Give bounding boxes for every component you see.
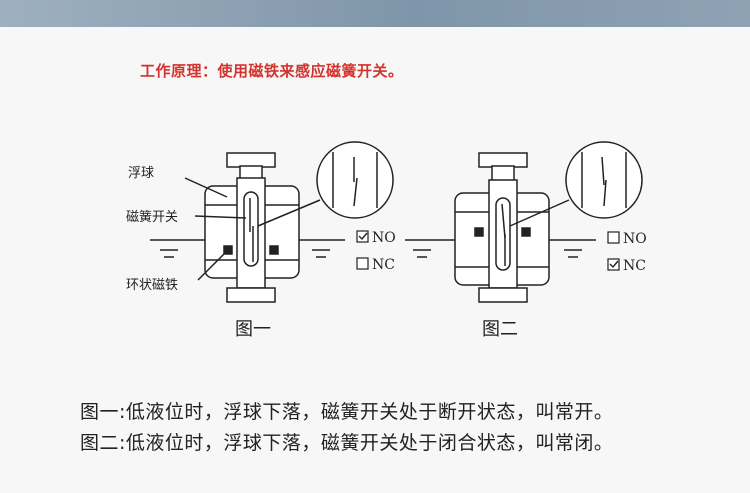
figure-2-option-no: NO (607, 231, 647, 247)
stem-cap-top (226, 152, 276, 168)
description-figure-2: 图二:低液位时，浮球下落，磁簧开关处于闭合状态，叫常闭。 (80, 432, 614, 454)
option-label: NO (623, 231, 647, 247)
ring-magnet-right (269, 245, 279, 255)
zoom-circle (316, 141, 394, 219)
ring-magnet-left (223, 245, 233, 255)
figure-1-caption: 图一 (235, 319, 271, 340)
stem-cap-bottom (226, 287, 276, 303)
stem-cap-top (478, 152, 528, 168)
reed-switch-tube (495, 197, 511, 271)
figure-1-option-nc: NC (356, 257, 395, 273)
stem-cap-bottom (478, 287, 528, 303)
label-float-ball: 浮球 (128, 166, 154, 181)
figure-2-option-nc: NC (607, 258, 646, 274)
ring-magnet-left (474, 227, 484, 237)
figure-1 (150, 141, 394, 303)
option-label: NO (372, 230, 396, 246)
top-banner (0, 0, 750, 27)
figure-2 (405, 141, 643, 303)
reed-switch-tube (243, 191, 259, 267)
option-label: NC (372, 257, 395, 273)
working-principle-text: 工作原理：使用磁铁来感应磁簧开关。 (140, 62, 404, 80)
label-reed-switch: 磁簧开关 (126, 209, 178, 225)
option-label: NC (623, 258, 646, 274)
description-figure-1: 图一:低液位时，浮球下落，磁簧开关处于断开状态，叫常开。 (80, 401, 614, 423)
label-ring-magnet: 环状磁铁 (126, 278, 178, 293)
figure-2-caption: 图二 (482, 319, 518, 340)
ring-magnet-right (521, 227, 531, 237)
figure-1-option-no: NO (356, 230, 396, 246)
